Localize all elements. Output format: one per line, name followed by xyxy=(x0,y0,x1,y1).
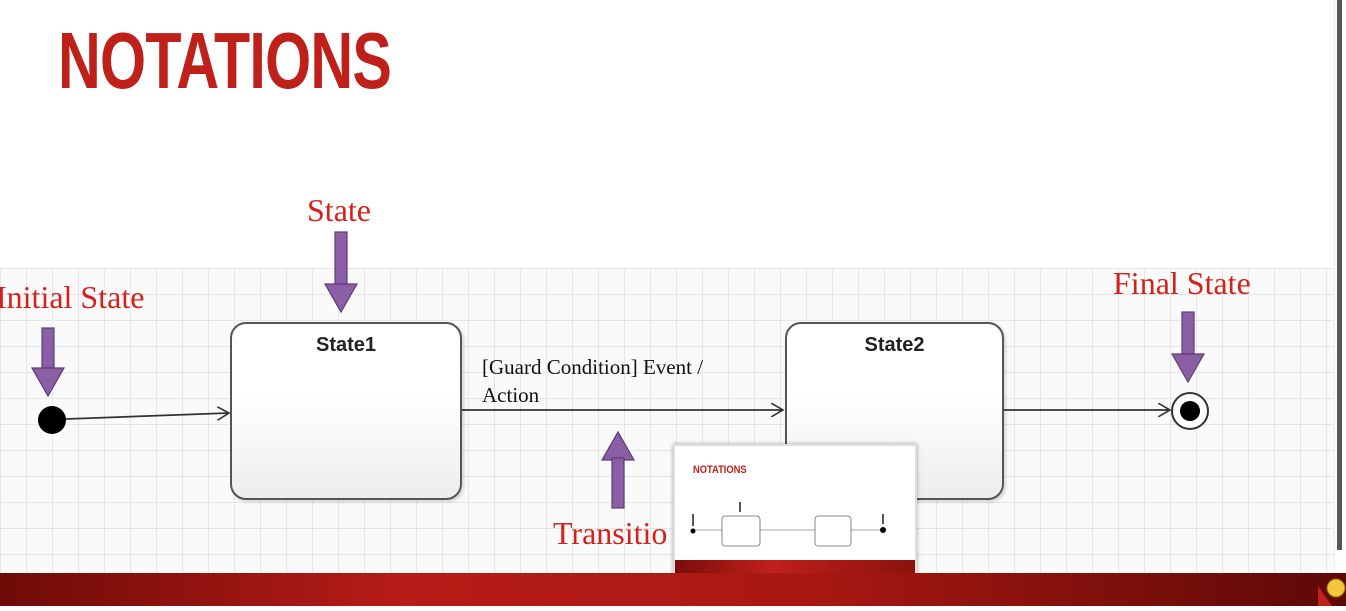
video-thumbnail-preview[interactable]: NOTATIONS xyxy=(673,444,917,584)
initial-state-label: Initial State xyxy=(0,279,145,315)
thumbnail-diagram xyxy=(690,502,886,547)
slide-footer-bar xyxy=(0,573,1346,606)
initial-state-icon xyxy=(38,406,66,434)
down-arrow-icon xyxy=(1170,311,1206,384)
transition-text: [Guard Condition] Event / Action xyxy=(482,353,703,409)
up-arrow-icon xyxy=(600,430,636,509)
down-arrow-icon xyxy=(323,231,359,314)
transition-guard-event: [Guard Condition] Event / xyxy=(482,355,704,379)
thumbnail-title: NOTATIONS xyxy=(693,464,747,476)
state-label: State xyxy=(307,192,371,228)
corner-logo-icon[interactable] xyxy=(1318,576,1346,606)
state-box-1: State1 xyxy=(230,322,462,500)
final-state-label: Final State xyxy=(1113,265,1251,301)
final-state-icon xyxy=(1171,392,1209,430)
transition-action: Action xyxy=(482,383,540,407)
diagram-grid xyxy=(0,268,1334,573)
transition-label: Transitio xyxy=(553,515,668,551)
state-name: State1 xyxy=(315,334,377,356)
state-name: State2 xyxy=(864,334,925,356)
slide-title: NOTATIONS xyxy=(58,16,392,105)
scrollbar-thumb[interactable] xyxy=(1337,0,1342,550)
down-arrow-icon xyxy=(30,327,66,398)
initial-transition-line xyxy=(65,413,229,419)
